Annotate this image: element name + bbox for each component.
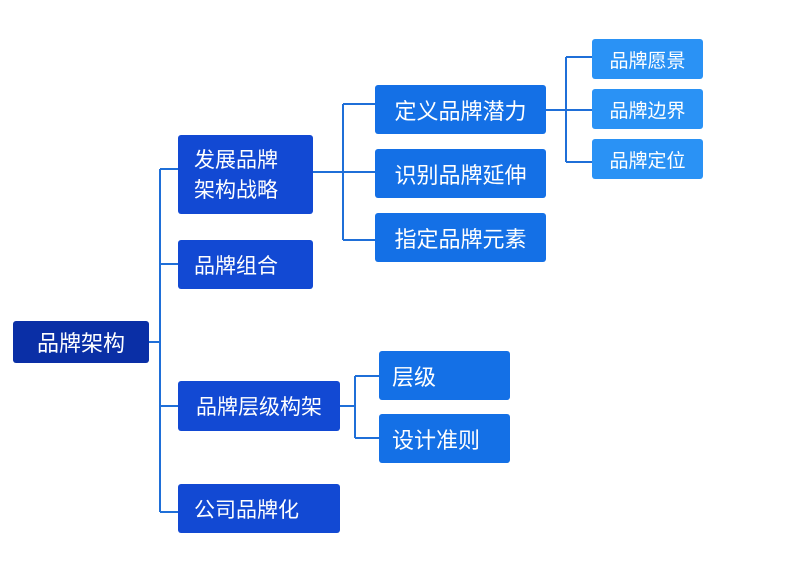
node-label: 品牌组合 xyxy=(194,253,278,278)
node-label: 品牌层级构架 xyxy=(196,395,322,419)
node-label-line-1: 发展品牌 xyxy=(194,147,278,172)
node-corporate-branding: 公司品牌化 xyxy=(178,484,340,533)
node-brand-vision: 品牌愿景 xyxy=(592,39,703,79)
connector-strategy-level2 xyxy=(313,103,375,241)
node-brand-architecture: 品牌架构 xyxy=(13,321,149,363)
node-specify-brand-elements: 指定品牌元素 xyxy=(375,213,546,262)
node-label: 指定品牌元素 xyxy=(394,227,527,253)
node-label: 品牌定位 xyxy=(609,149,686,172)
node-label: 品牌边界 xyxy=(609,99,686,122)
connector-potential-level3 xyxy=(546,56,592,163)
node-design-guidelines: 设计准则 xyxy=(379,414,510,463)
connector-hierarchy-level2 xyxy=(340,375,379,439)
node-label: 设计准则 xyxy=(392,428,481,454)
node-label: 定义品牌潜力 xyxy=(394,99,527,125)
node-define-brand-potential: 定义品牌潜力 xyxy=(375,85,546,134)
node-brand-positioning: 品牌定位 xyxy=(592,139,703,179)
node-label: 层级 xyxy=(392,365,437,391)
node-label: 识别品牌延伸 xyxy=(394,163,527,189)
connector-root-level1 xyxy=(149,168,178,513)
node-develop-architecture-strategy: 发展品牌 架构战略 xyxy=(178,135,313,214)
node-brand-hierarchy: 品牌层级构架 xyxy=(178,381,340,431)
node-label-line-2: 架构战略 xyxy=(194,177,278,202)
node-brand-portfolio: 品牌组合 xyxy=(178,240,313,289)
node-brand-boundary: 品牌边界 xyxy=(592,89,703,129)
node-identify-brand-extension: 识别品牌延伸 xyxy=(375,149,546,198)
node-label: 品牌愿景 xyxy=(609,49,686,72)
node-hierarchy-level: 层级 xyxy=(379,351,510,400)
node-label: 品牌架构 xyxy=(36,332,125,357)
node-label: 公司品牌化 xyxy=(194,497,299,522)
